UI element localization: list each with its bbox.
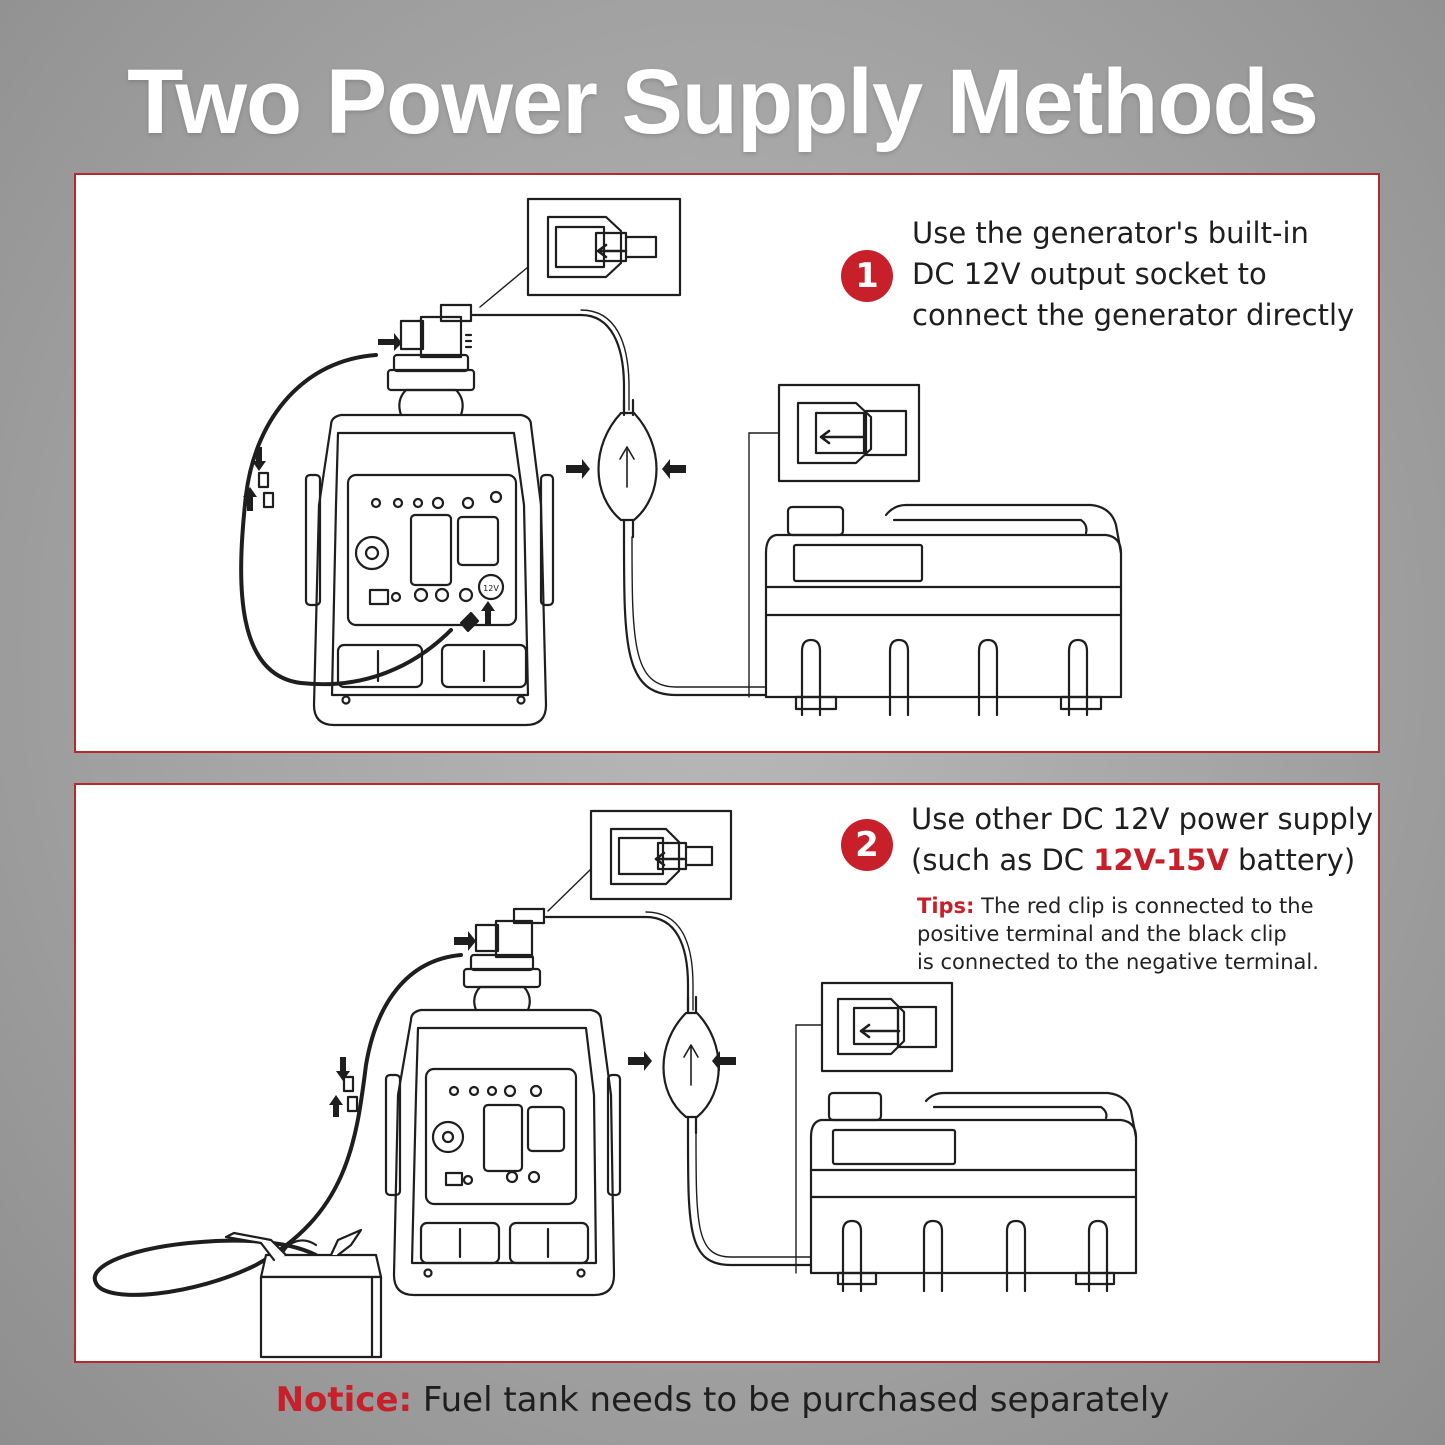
generator-illustration	[304, 303, 555, 727]
method-1-panel: 12V 1 Use the generator's built-in DC 12…	[74, 173, 1380, 753]
tips-line-1: The red clip is connected to the	[974, 894, 1314, 918]
generator-illustration	[384, 907, 622, 1297]
step-2-description: Use other DC 12V power supply (such as D…	[911, 799, 1373, 881]
socket-label: 12V	[483, 584, 499, 593]
step-2-badge: 2	[841, 819, 893, 871]
step-2-line-2: (such as DC 12V-15V battery)	[911, 840, 1373, 881]
notice-label: Notice:	[275, 1380, 413, 1420]
tips-block: Tips: The red clip is connected to the p…	[917, 892, 1319, 976]
step-2-line-2-prefix: (such as DC	[911, 843, 1094, 877]
step-1-badge: 1	[841, 250, 893, 302]
fuel-tank-illustration	[764, 503, 1123, 717]
tips-line-2: positive terminal and the black clip	[917, 922, 1287, 946]
battery-illustration	[224, 1228, 383, 1359]
page-title: Two Power Supply Methods	[127, 51, 1319, 153]
notice-banner: Notice: Fuel tank needs to be purchased …	[0, 1378, 1445, 1422]
step-2-line-2-suffix: battery)	[1228, 843, 1356, 877]
step-1-line-2: DC 12V output socket to	[912, 257, 1267, 291]
method-2-panel: 2 Use other DC 12V power supply (such as…	[74, 783, 1380, 1363]
voltage-range-highlight: 12V-15V	[1093, 843, 1229, 877]
notice-text: Fuel tank needs to be purchased separate…	[412, 1380, 1170, 1420]
fuel-tank-illustration	[809, 1091, 1138, 1293]
step-1-line-3: connect the generator directly	[912, 298, 1355, 332]
step-1-line-1: Use the generator's built-in	[912, 216, 1309, 250]
method-1-diagram: 12V	[239, 197, 1123, 727]
step-1-description: Use the generator's built-in DC 12V outp…	[912, 213, 1354, 336]
step-2-line-1: Use other DC 12V power supply	[911, 802, 1374, 836]
tips-line-3: is connected to the negative terminal.	[917, 950, 1319, 974]
tips-label: Tips:	[917, 894, 975, 918]
method-2-diagram	[92, 809, 1138, 1359]
